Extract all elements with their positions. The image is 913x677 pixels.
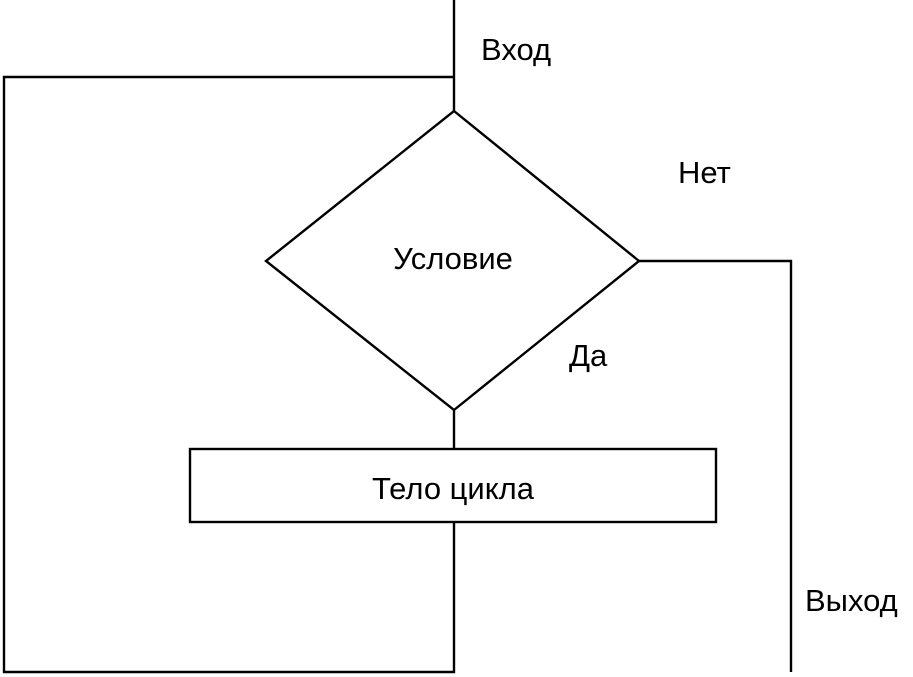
condition-label: Условие — [393, 241, 513, 276]
loop-body-label: Тело цикла — [372, 471, 535, 506]
entry-label: Вход — [481, 32, 551, 67]
loop-back-line — [2, 75, 456, 674]
no-label: Нет — [678, 155, 731, 190]
yes-label: Да — [569, 338, 608, 373]
no-branch-line — [639, 259, 793, 672]
loop-body-box — [188, 447, 718, 524]
exit-label: Выход — [805, 583, 898, 618]
